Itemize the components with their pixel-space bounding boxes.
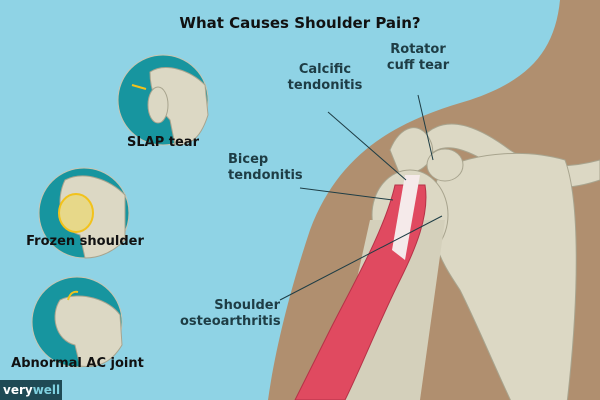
callout-calcific: Calcific tendonitis [285, 62, 365, 94]
callout-text: Calcific [298, 62, 352, 77]
callout-osteo: Shoulder osteoarthritis [180, 298, 281, 330]
brand-logo: verywell [0, 380, 62, 400]
page-title: What Causes Shoulder Pain? [179, 14, 421, 32]
callout-text: cuff tear [386, 58, 450, 73]
callout-text: Shoulder [214, 298, 280, 313]
inset-frozen [38, 167, 130, 259]
inset-label-slap: SLAP tear [127, 135, 199, 150]
inset-label-ac: Abnormal AC joint [11, 356, 144, 371]
callout-rotator: Rotator cuff tear [378, 42, 458, 74]
arrow-icon [67, 290, 79, 301]
coracoid [426, 148, 464, 182]
inset-slap [117, 54, 209, 146]
inset-label-frozen: Frozen shoulder [26, 234, 144, 249]
callout-lines [279, 94, 443, 301]
inset-ac [31, 276, 123, 368]
callout-text: Bicep [228, 152, 269, 167]
callout-bicep: Bicep tendonitis [228, 152, 303, 184]
callout-text: tendonitis [228, 168, 303, 183]
arrow-icon [131, 84, 147, 90]
logo-text-accent: well [32, 383, 61, 397]
logo-text: very [3, 383, 33, 397]
scapula [431, 152, 577, 400]
callout-text: osteoarthritis [180, 314, 281, 329]
callout-text: tendonitis [287, 78, 363, 93]
callout-text: Rotator [390, 42, 446, 57]
